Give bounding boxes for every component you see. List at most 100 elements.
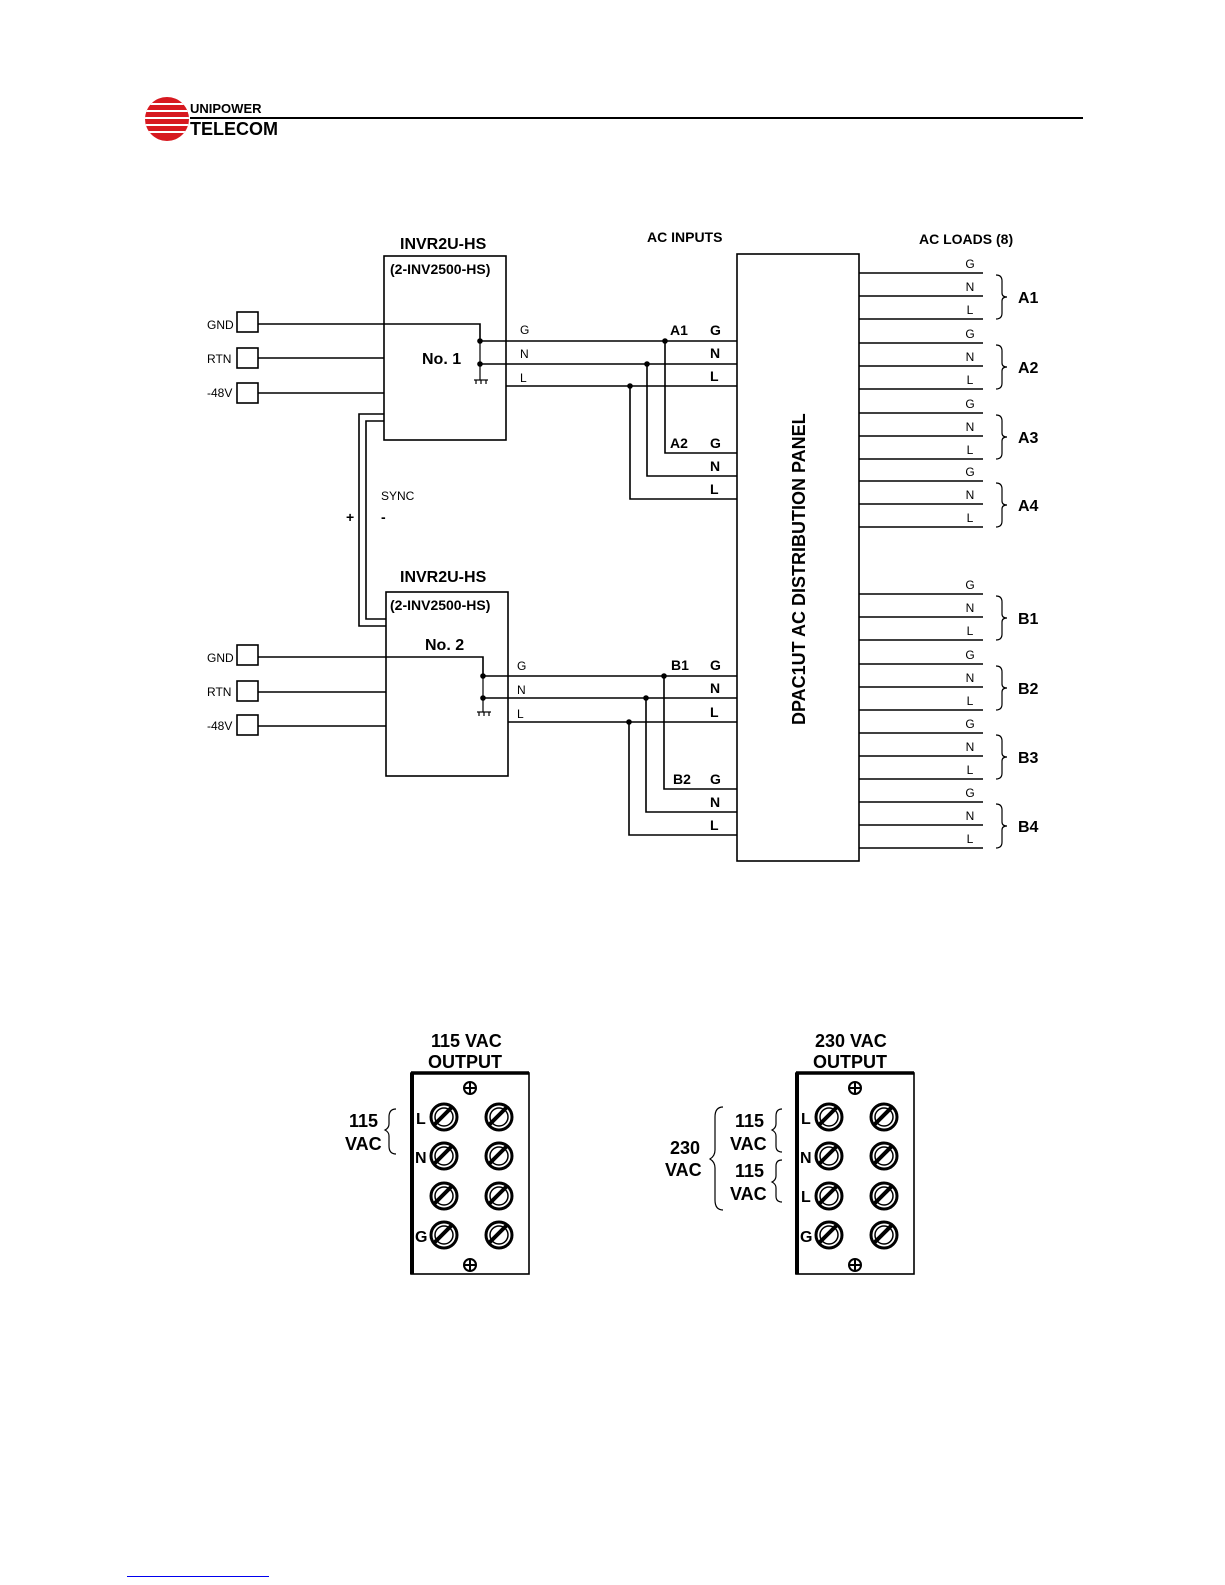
block230-plate bbox=[795, 1072, 915, 1275]
load-bracket bbox=[995, 344, 1008, 390]
load-group-label: B2 bbox=[1018, 681, 1039, 698]
sync-minus: - bbox=[381, 509, 386, 525]
block115-bracket-line1: 115 bbox=[349, 1111, 378, 1131]
input-a2-l: L bbox=[710, 481, 719, 497]
load-group-label: B4 bbox=[1018, 819, 1039, 836]
input-a1-l: L bbox=[710, 368, 719, 384]
input-group-a1: A1 bbox=[670, 322, 688, 338]
screw-icon bbox=[429, 1102, 459, 1132]
block115-plate bbox=[410, 1072, 530, 1275]
input-a2-g: G bbox=[710, 435, 721, 451]
panel-label: DPAC1UT AC DISTRIBUTION PANEL bbox=[789, 413, 809, 725]
block230-row-label-l1: L bbox=[801, 1111, 811, 1128]
screw-icon bbox=[814, 1220, 844, 1250]
footer-link-underline[interactable] bbox=[127, 1576, 269, 1577]
screw-icon bbox=[869, 1181, 899, 1211]
mounting-screw-icon bbox=[848, 1081, 862, 1095]
load-conductor-label: G bbox=[965, 257, 974, 271]
load-conductor-label: N bbox=[966, 280, 975, 294]
block230-title-line1: 230 VAC bbox=[815, 1031, 887, 1051]
load-group-label: A4 bbox=[1018, 498, 1039, 515]
load-conductor-label: L bbox=[967, 303, 974, 317]
load-conductor-label: L bbox=[967, 511, 974, 525]
inverter1-ac-output: G N L A1 G N L A2 G N L bbox=[477, 322, 737, 500]
screw-icon bbox=[484, 1141, 514, 1171]
input-b2-l: L bbox=[710, 817, 719, 833]
load-conductor-label: N bbox=[966, 809, 975, 823]
input-a1-n: N bbox=[710, 345, 720, 361]
screw-icon bbox=[814, 1181, 844, 1211]
logo-emblem-icon bbox=[145, 97, 189, 141]
screw-icon bbox=[814, 1141, 844, 1171]
output-g-label: G bbox=[520, 323, 529, 337]
terminal-gnd bbox=[236, 644, 259, 666]
inverter1-number: No. 1 bbox=[422, 351, 461, 368]
load-group-label: B1 bbox=[1018, 611, 1039, 628]
load-conductor-label: G bbox=[965, 786, 974, 800]
load-conductor-label: G bbox=[965, 578, 974, 592]
load-conductor-label: N bbox=[966, 740, 975, 754]
input-b2-g: G bbox=[710, 771, 721, 787]
ac-distribution-panel bbox=[736, 253, 860, 862]
load-bracket bbox=[995, 595, 1008, 641]
load-conductor-label: G bbox=[965, 397, 974, 411]
unipower-logo: UNIPOWER TELECOM bbox=[145, 97, 278, 141]
screw-icon bbox=[429, 1181, 459, 1211]
inverter2-dc-terminals: GND RTN -48V bbox=[207, 644, 491, 736]
block115-row-label-l: L bbox=[416, 1111, 426, 1128]
terminal-block-230vac: 230 VAC OUTPUT 230 VAC 115 VAC 115 VAC L… bbox=[665, 1031, 915, 1275]
ac-loads-header: AC LOADS (8) bbox=[919, 231, 1013, 247]
output-l-label: L bbox=[520, 371, 527, 385]
load-group-label: A3 bbox=[1018, 430, 1039, 447]
input-b1-n: N bbox=[710, 680, 720, 696]
input-group-b2: B2 bbox=[673, 771, 691, 787]
terminal-gnd bbox=[236, 311, 259, 333]
block115-screws bbox=[429, 1081, 514, 1272]
logo-line2: TELECOM bbox=[190, 119, 278, 139]
sync-label: SYNC bbox=[381, 489, 415, 503]
load-bracket bbox=[995, 482, 1008, 528]
mounting-screw-icon bbox=[848, 1258, 862, 1272]
terminal-label-rtn: RTN bbox=[207, 685, 231, 699]
terminal-48v bbox=[236, 382, 259, 404]
terminal-block-115vac: 115 VAC OUTPUT 115 VAC L N G bbox=[345, 1031, 530, 1275]
mounting-screw-icon bbox=[463, 1258, 477, 1272]
input-a1-g: G bbox=[710, 322, 721, 338]
load-conductor-label: L bbox=[967, 694, 974, 708]
inverter1-submodel: (2-INV2500-HS) bbox=[390, 261, 490, 277]
inverter2-box bbox=[385, 591, 509, 777]
inverter2-ac-output: G N L B1 G N L B2 G N L bbox=[480, 657, 737, 836]
screw-icon bbox=[869, 1141, 899, 1171]
load-bracket bbox=[995, 274, 1008, 320]
block230-title-line2: OUTPUT bbox=[813, 1052, 887, 1072]
input-b1-l: L bbox=[710, 704, 719, 720]
load-conductor-label: G bbox=[965, 717, 974, 731]
load-conductor-label: N bbox=[966, 350, 975, 364]
load-bracket bbox=[995, 803, 1008, 849]
wiring-diagram: AC INPUTS AC LOADS (8) INVR2U-HS (2-INV2… bbox=[207, 229, 1039, 862]
block230-row-label-g: G bbox=[800, 1229, 812, 1246]
ac-inputs-header: AC INPUTS bbox=[647, 229, 722, 245]
output-n-label: N bbox=[517, 683, 526, 697]
block230-inner-top-line1: 115 bbox=[735, 1111, 764, 1131]
input-group-a2: A2 bbox=[670, 435, 688, 451]
input-b1-g: G bbox=[710, 657, 721, 673]
screw-icon bbox=[869, 1220, 899, 1250]
load-conductor-label: N bbox=[966, 420, 975, 434]
load-conductor-label: L bbox=[967, 832, 974, 846]
load-conductor-label: L bbox=[967, 763, 974, 777]
block115-title-line2: OUTPUT bbox=[428, 1052, 502, 1072]
output-g-label: G bbox=[517, 659, 526, 673]
input-group-b1: B1 bbox=[671, 657, 689, 673]
load-group-b4: GNL B4 bbox=[859, 786, 1039, 849]
sync-plus: + bbox=[346, 509, 354, 525]
inverter2-submodel: (2-INV2500-HS) bbox=[390, 597, 490, 613]
inverter1-dc-terminals: GND RTN -48V bbox=[207, 311, 488, 404]
load-conductor-label: L bbox=[967, 373, 974, 387]
terminal-label-rtn: RTN bbox=[207, 352, 231, 366]
terminal-rtn bbox=[236, 680, 259, 702]
inverter2-model: INVR2U-HS bbox=[400, 569, 487, 586]
load-conductor-label: G bbox=[965, 465, 974, 479]
